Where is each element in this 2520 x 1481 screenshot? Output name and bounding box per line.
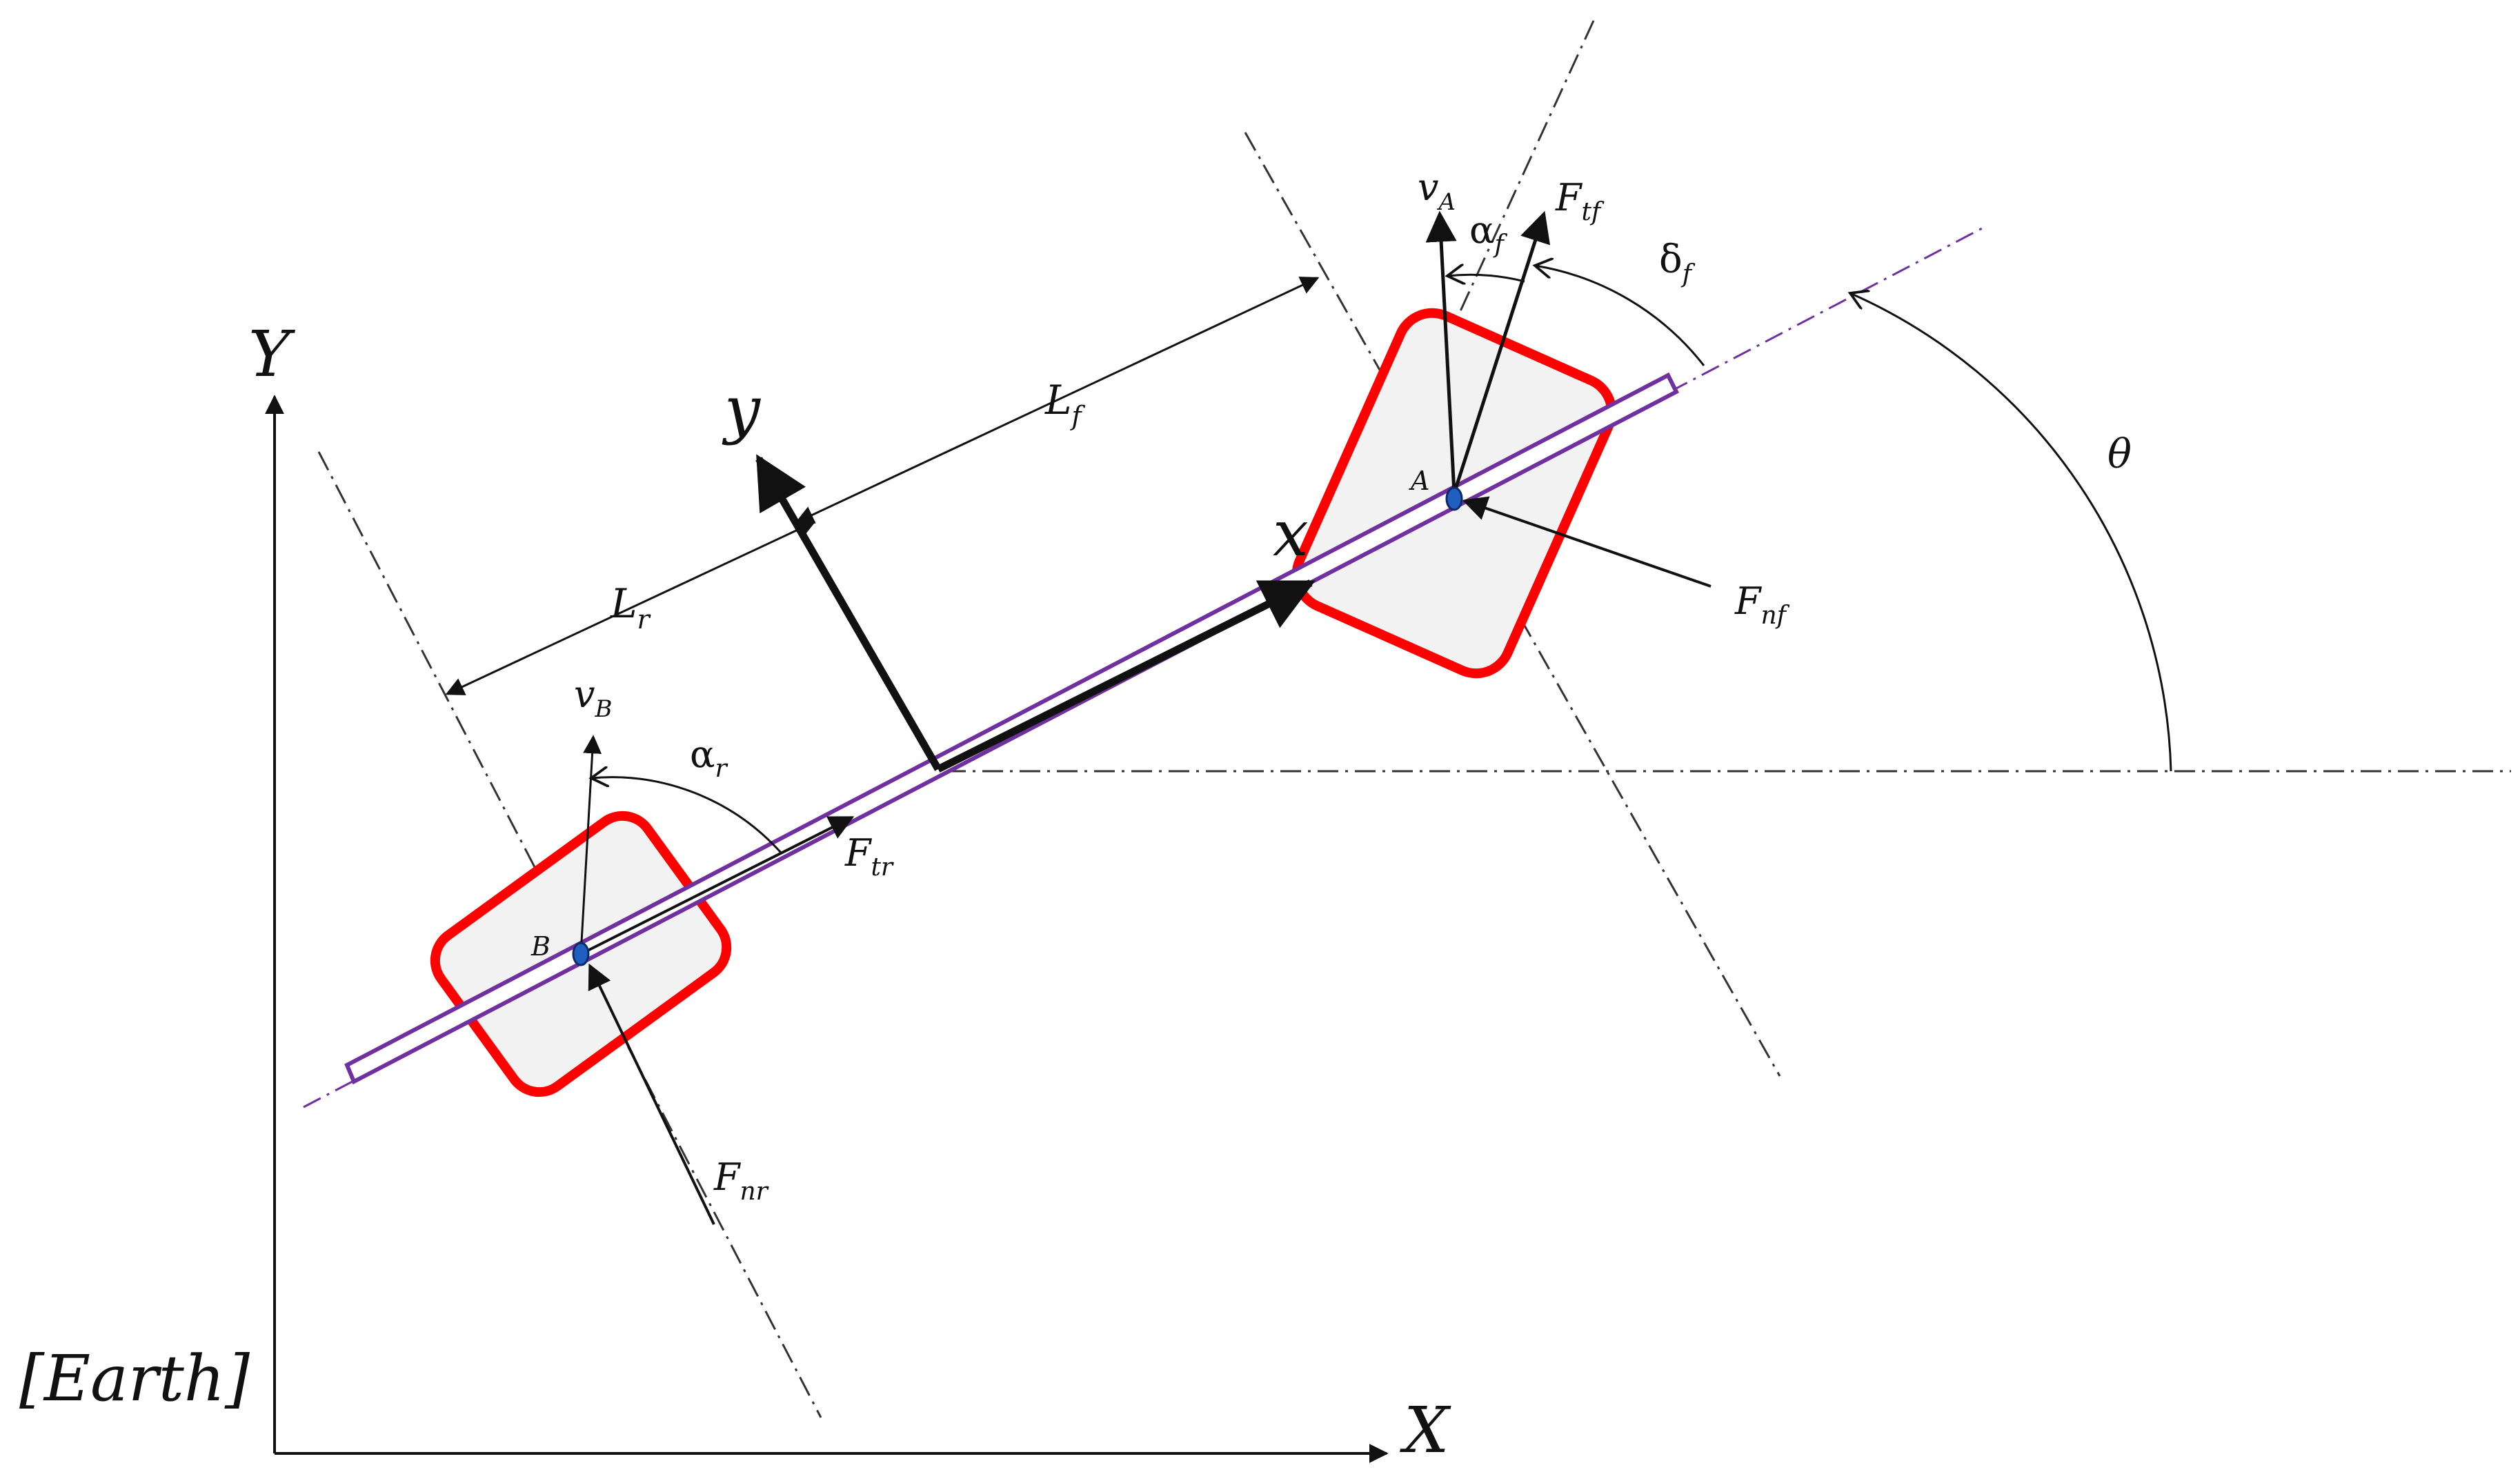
body-x-axis-arrow bbox=[936, 579, 1316, 773]
rear-normal-force-sub: nr bbox=[740, 1177, 768, 1206]
body-y-axis-arrow bbox=[755, 454, 942, 771]
front-wheel-center bbox=[1445, 486, 1463, 511]
rear-axle-line bbox=[317, 451, 822, 1418]
earth-y-label: Y bbox=[248, 317, 296, 391]
rear-tangential-force-sub: tr bbox=[871, 853, 893, 882]
front-length-label: Lf bbox=[1044, 377, 1086, 431]
rear-velocity-main: v bbox=[574, 673, 595, 716]
body-y-label: y bbox=[722, 372, 761, 446]
rear-normal-force-arrow bbox=[588, 963, 715, 1225]
front-alpha-label: αf bbox=[1469, 208, 1507, 259]
theta-label: θ bbox=[2107, 430, 2132, 477]
earth-x-label: X bbox=[1400, 1393, 1451, 1467]
rear-alpha-label: αr bbox=[690, 733, 728, 783]
earth-frame-label: [Earth] bbox=[19, 1342, 250, 1415]
front-tangential-force-arrow bbox=[1452, 210, 1551, 494]
front-normal-force-label: Fnf bbox=[1734, 579, 1790, 630]
front-length-sub: f bbox=[1070, 401, 1086, 431]
front-tangential-force-main: F bbox=[1555, 176, 1583, 219]
front-tangential-force-label: Ftf bbox=[1555, 176, 1605, 226]
front-velocity-main: v bbox=[1418, 166, 1439, 209]
front-normal-force-arrow bbox=[1462, 496, 1712, 588]
front-wheel-direction-line bbox=[1393, 20, 1595, 455]
rear-tangential-force-label: Ftr bbox=[844, 831, 894, 882]
rear-tangential-force-main: F bbox=[844, 831, 873, 875]
rear-length-dimension bbox=[445, 521, 816, 695]
theta-arc bbox=[1850, 293, 2172, 772]
front-delta-arc bbox=[1535, 266, 1705, 366]
front-length-dimension bbox=[795, 277, 1320, 524]
front-tangential-force-sub: tf bbox=[1581, 198, 1604, 226]
front-point-label: A bbox=[1409, 466, 1429, 496]
front-alpha-sub: f bbox=[1492, 230, 1507, 259]
front-velocity-arrow bbox=[1425, 210, 1457, 494]
front-velocity-sub: A bbox=[1437, 188, 1456, 216]
construction-lines bbox=[317, 20, 2511, 1418]
front-axle-line bbox=[1244, 132, 1781, 1077]
front-length-main: L bbox=[1044, 377, 1072, 424]
rear-velocity-sub: B bbox=[595, 695, 613, 723]
front-delta-label: δf bbox=[1659, 237, 1696, 288]
rear-length-sub: r bbox=[637, 604, 652, 635]
rear-wheel-center bbox=[572, 942, 590, 966]
rear-alpha-arc bbox=[591, 777, 782, 854]
front-delta-sub: f bbox=[1680, 260, 1696, 288]
rear-velocity-label: vB bbox=[574, 673, 613, 723]
rear-alpha-sub: r bbox=[715, 755, 728, 783]
rear-point-label: B bbox=[530, 931, 550, 962]
rear-alpha-main: α bbox=[690, 733, 715, 776]
rear-normal-force-main: F bbox=[713, 1155, 742, 1199]
front-velocity-label: vA bbox=[1418, 166, 1456, 216]
front-normal-force-sub: nf bbox=[1760, 602, 1789, 630]
rear-normal-force-label: Fnr bbox=[713, 1155, 769, 1206]
front-alpha-main: α bbox=[1469, 208, 1494, 252]
rear-length-label: Lr bbox=[610, 580, 652, 635]
rear-tangential-force-arrow bbox=[580, 816, 855, 955]
rear-length-main: L bbox=[610, 580, 637, 627]
body-x-label: x bbox=[1273, 497, 1309, 570]
front-alpha-arc bbox=[1447, 275, 1525, 281]
front-delta-main: δ bbox=[1659, 237, 1683, 282]
front-normal-force-main: F bbox=[1734, 579, 1763, 623]
